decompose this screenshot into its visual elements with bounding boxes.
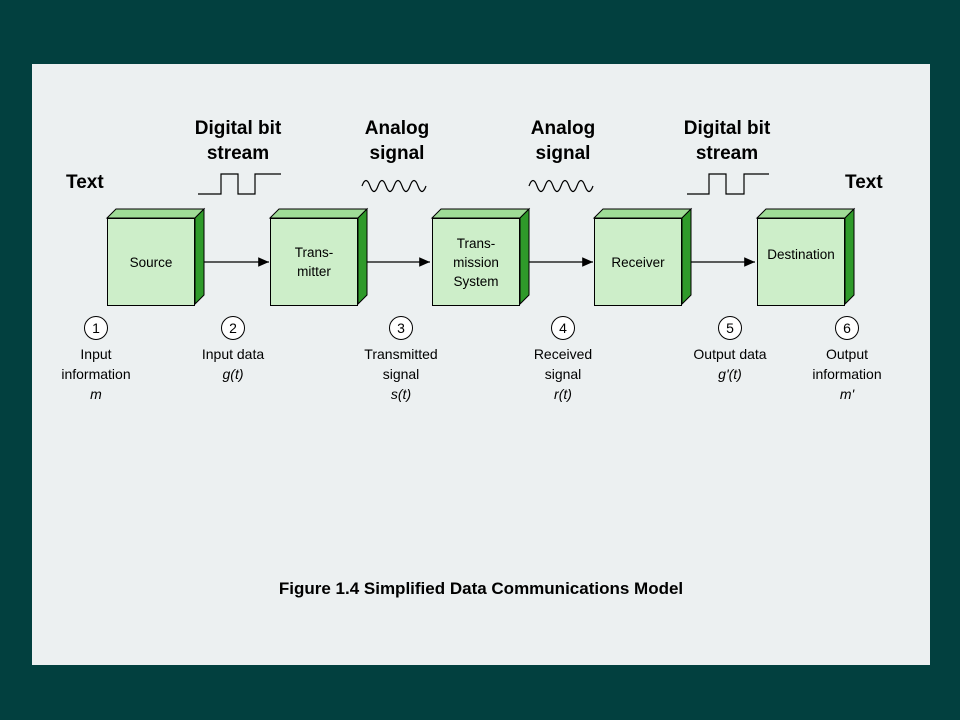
- receiver-box-label: Receiver: [594, 218, 682, 306]
- stage-number-3: 3: [389, 316, 413, 340]
- stage-3-line1: Transmitted: [364, 346, 438, 362]
- box-3d-edges: [105, 207, 856, 306]
- analog-signal-label-left: Analog signal: [364, 118, 430, 164]
- stage-5-line2: g'(t): [718, 366, 742, 382]
- transmission-system-box: Trans- mission System: [432, 209, 520, 306]
- analog-signal-label-right: Analog signal: [530, 118, 596, 164]
- stage-5-line1: Output data: [693, 346, 767, 362]
- digital-waveform-right: [687, 173, 769, 195]
- stage-number-6: 6: [835, 316, 859, 340]
- stage-3-line2: signal: [382, 366, 420, 382]
- stage-caption-4: Received signal r(t): [503, 344, 623, 404]
- stage-1-symbol: m: [90, 386, 102, 402]
- text-label-left: Text: [66, 172, 104, 193]
- stage-2-line1: Input data: [201, 346, 265, 362]
- stage-4-line2: signal: [544, 366, 582, 382]
- transmitter-box-label: Trans- mitter: [270, 218, 358, 306]
- stage-number-5: 5: [718, 316, 742, 340]
- destination-box-label: Destination: [757, 218, 845, 306]
- stage-4-symbol: r(t): [554, 386, 572, 402]
- text-label-right: Text: [845, 172, 883, 193]
- figure-caption: Figure 1.4 Simplified Data Communication…: [278, 579, 684, 598]
- destination-box: Destination: [757, 209, 845, 306]
- stage-number-4: 4: [551, 316, 575, 340]
- digital-bit-stream-label-left: Digital bit stream: [194, 118, 282, 164]
- stage-caption-2: Input data g(t): [173, 344, 293, 384]
- stage-6-symbol: m': [839, 386, 855, 402]
- stage-caption-5: Output data g'(t): [670, 344, 790, 384]
- stage-number-2: 2: [221, 316, 245, 340]
- slide: Text Digital bit stream Analog signal An…: [32, 64, 930, 665]
- stage-3-symbol: s(t): [390, 386, 412, 402]
- stage-caption-1: Input information m: [36, 344, 156, 404]
- stage-caption-6: Output information m': [787, 344, 907, 404]
- digital-waveform-left: [198, 173, 281, 195]
- stage-2-line2: g(t): [222, 366, 244, 382]
- stage-1-line1: Input: [80, 346, 112, 362]
- stage-4-line1: Received: [533, 346, 593, 362]
- analog-waveform-left: [361, 179, 427, 193]
- transmission-system-box-label: Trans- mission System: [432, 218, 520, 306]
- source-box: Source: [107, 209, 195, 306]
- signal-diagram: [105, 173, 856, 306]
- stage-caption-3: Transmitted signal s(t): [341, 344, 461, 404]
- digital-bit-stream-label-right: Digital bit stream: [683, 118, 771, 164]
- stage-number-1: 1: [84, 316, 108, 340]
- stage-6-line1: Output: [825, 346, 869, 362]
- stage-1-line2: information: [61, 366, 131, 382]
- transmitter-box: Trans- mitter: [270, 209, 358, 306]
- receiver-box: Receiver: [594, 209, 682, 306]
- analog-waveform-right: [528, 179, 594, 193]
- source-box-label: Source: [107, 218, 195, 306]
- stage-6-line2: information: [812, 366, 882, 382]
